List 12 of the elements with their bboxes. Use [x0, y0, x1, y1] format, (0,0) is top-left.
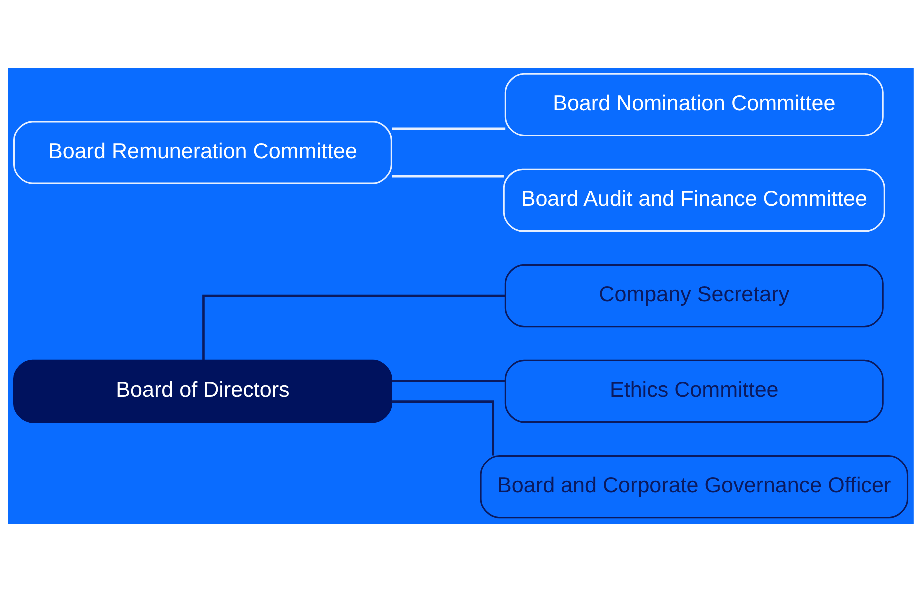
node-box: Board of Directors [13, 359, 392, 423]
node-box: Company Secretary [504, 264, 884, 328]
connector [392, 127, 506, 130]
connector [202, 294, 506, 360]
connector [392, 380, 506, 382]
node-box: Board Nomination Committee [504, 72, 884, 136]
node-box: Board and Corporate Governance Officer [480, 454, 909, 518]
connector [392, 174, 504, 178]
connector [392, 400, 494, 456]
node-box: Ethics Committee [504, 359, 884, 423]
node-box: Board Audit and Finance Committee [503, 168, 886, 232]
node-box: Board Remuneration Committee [13, 120, 392, 184]
